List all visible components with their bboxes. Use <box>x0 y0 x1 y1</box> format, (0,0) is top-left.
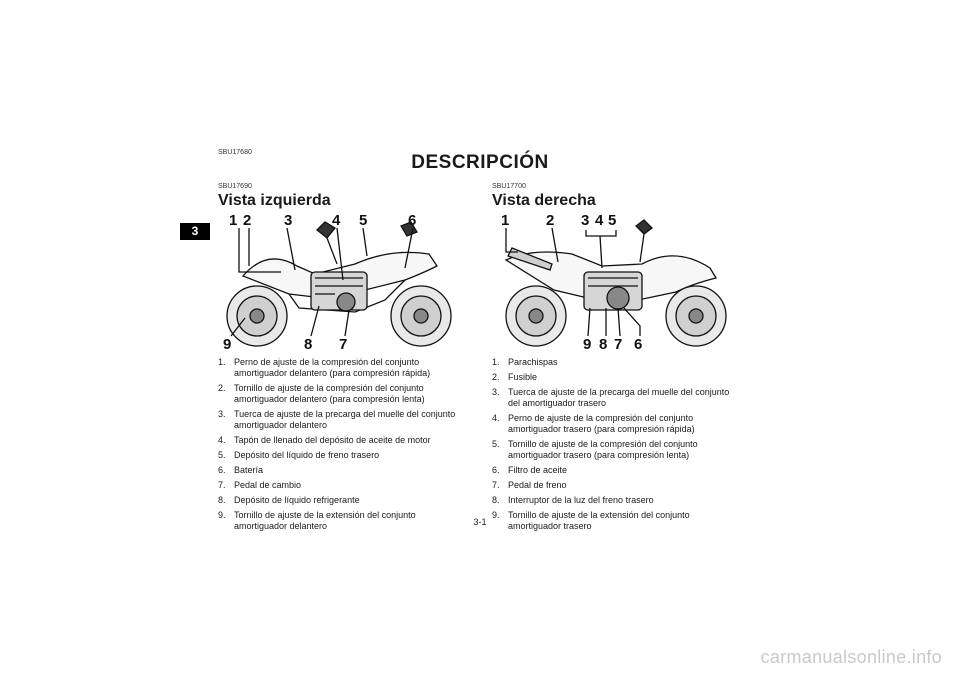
right-callout: 2 <box>546 212 554 229</box>
doc-code: SBU17680 <box>218 149 252 156</box>
left-callout: 3 <box>284 212 292 229</box>
left-callout: 1 <box>229 212 237 229</box>
left-callout: 8 <box>304 336 312 353</box>
page-number: 3-1 <box>473 517 487 527</box>
left-callout: 9 <box>223 336 231 353</box>
list-item: 8.Interruptor de la luz del freno traser… <box>492 495 654 505</box>
right-callout: 4 <box>595 212 604 229</box>
right-callout: 9 <box>583 336 591 353</box>
list-item: 4.Tapón de llenado del depósito de aceit… <box>218 435 431 445</box>
chapter-tab: 3 <box>180 223 210 240</box>
left-callout: 5 <box>359 212 367 229</box>
list-item: 7.Pedal de cambio <box>218 480 302 490</box>
list-item: 9.Tornillo de ajuste de la extensión del… <box>218 510 416 531</box>
list-item: 6.Batería <box>218 465 264 475</box>
list-item: 5.Tornillo de ajuste de la compresión de… <box>492 439 698 460</box>
list-item: 2.Fusible <box>492 372 538 382</box>
list-item: 7.Pedal de freno <box>492 480 567 490</box>
list-item: 6.Filtro de aceite <box>492 465 568 475</box>
left-callout: 6 <box>408 212 416 229</box>
list-item: 1.Perno de ajuste de la compresión del c… <box>218 357 431 378</box>
right-callout: 8 <box>599 336 607 353</box>
atv-right-view-illustration: 1 2 3 4 5 9 8 7 6 <box>501 212 727 353</box>
left-section-heading: Vista izquierda <box>218 192 331 209</box>
list-item: 1.Parachispas <box>492 357 558 367</box>
left-section-code: SBU17690 <box>218 183 252 190</box>
left-callout: 4 <box>332 212 341 229</box>
page-title: DESCRIPCIÓN <box>411 152 549 173</box>
right-callout: 6 <box>634 336 642 353</box>
list-item: 4.Perno de ajuste de la compresión del c… <box>492 413 695 434</box>
right-callout: 3 <box>581 212 589 229</box>
list-item: 5.Depósito del líquido de freno trasero <box>218 450 380 460</box>
list-item: 2.Tornillo de ajuste de la compresión de… <box>218 383 425 404</box>
left-callout: 2 <box>243 212 251 229</box>
right-parts-list: 1.Parachispas 2.Fusible 3.Tuerca de ajus… <box>492 357 737 536</box>
right-callout: 1 <box>501 212 509 229</box>
watermark: carmanualsonline.info <box>760 647 942 667</box>
list-item: 3.Tuerca de ajuste de la precarga del mu… <box>492 387 730 408</box>
list-item: 9.Tornillo de ajuste de la extensión del… <box>492 510 690 531</box>
list-item: 3.Tuerca de ajuste de la precarga del mu… <box>218 409 456 430</box>
right-callout: 7 <box>614 336 622 353</box>
right-callout: 5 <box>608 212 616 229</box>
right-section-heading: Vista derecha <box>492 192 596 209</box>
left-callout: 7 <box>339 336 347 353</box>
list-item: 8.Depósito de líquido refrigerante <box>218 495 360 505</box>
left-parts-list: 1.Perno de ajuste de la compresión del c… <box>218 357 463 536</box>
right-section-code: SBU17700 <box>492 183 526 190</box>
atv-left-view-illustration: 1 2 3 4 5 6 9 8 7 <box>223 212 452 353</box>
